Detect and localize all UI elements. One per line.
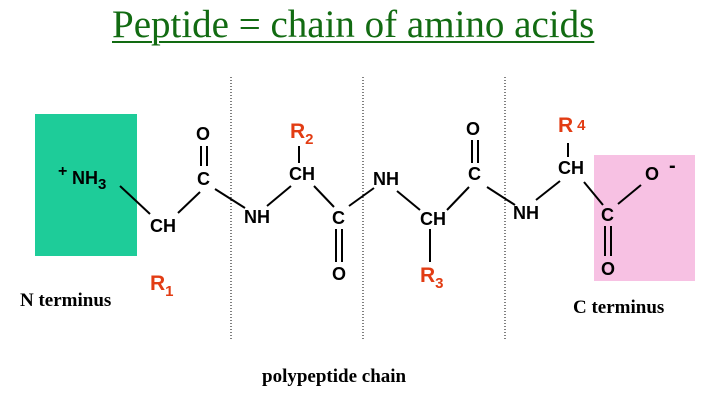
c-terminus-highlight: [594, 155, 695, 281]
atom-c-4: C: [601, 205, 614, 225]
bond-c1-nh1: [214, 188, 246, 209]
r2-subscript: 2: [305, 131, 314, 148]
bond-nh3-ch1: [119, 185, 151, 215]
atom-nh-3: NH: [513, 203, 539, 223]
nh3-subscript: 3: [98, 176, 107, 193]
r1-subscript: 1: [165, 283, 174, 300]
atom-ch-4: CH: [558, 158, 584, 178]
minus-charge: -: [669, 155, 676, 177]
bond-c3-nh3b: [486, 186, 516, 206]
plus-charge: +: [58, 163, 68, 180]
bond-ch4-c4: [583, 181, 604, 206]
bond-nh3b-ch4: [535, 180, 561, 201]
bond-nh2-ch3: [396, 190, 421, 211]
atom-o-2: O: [332, 264, 347, 284]
bond-ch1-c1: [177, 191, 201, 214]
atom-c-3: C: [468, 164, 481, 184]
r1-text: R: [150, 272, 166, 295]
atom-ch-1: CH: [150, 216, 176, 236]
bond-c4-ominus: [617, 184, 642, 205]
r-group-2: R2: [290, 120, 314, 150]
r-group-1: R1: [150, 272, 174, 302]
atom-ch-2: CH: [289, 164, 315, 184]
r3-subscript: 3: [435, 275, 444, 292]
c-terminus-label: C terminus: [573, 297, 665, 318]
atom-o-minus: O: [645, 164, 660, 184]
atom-nh-1: NH: [244, 207, 270, 227]
atom-c-2: C: [332, 208, 345, 228]
r-group-3: R3: [420, 264, 444, 294]
bond-ch2-c2: [313, 185, 335, 208]
bond-ch3-c3: [446, 186, 470, 211]
bond-nh1-ch2: [266, 185, 292, 207]
atom-o-4: O: [601, 259, 616, 279]
diagram-title: Peptide = chain of amino acids: [112, 3, 595, 46]
r4-text: R: [558, 114, 574, 137]
atom-c-1: C: [197, 169, 210, 189]
bond-c2-nh2: [348, 187, 375, 207]
r4-subscript: 4: [577, 117, 586, 134]
atom-nh-2: NH: [373, 169, 399, 189]
nh3-text: NH: [72, 168, 98, 188]
atom-ch-3: CH: [420, 209, 446, 229]
atom-o-1: O: [196, 124, 211, 144]
atom-nh3: NH3: [72, 168, 106, 195]
polypeptide-chain-label: polypeptide chain: [262, 366, 407, 387]
r2-text: R: [290, 120, 306, 143]
n-terminus-highlight: [35, 114, 137, 256]
n-terminus-label: N terminus: [20, 290, 112, 311]
r3-text: R: [420, 264, 436, 287]
atom-o-3: O: [466, 119, 481, 139]
